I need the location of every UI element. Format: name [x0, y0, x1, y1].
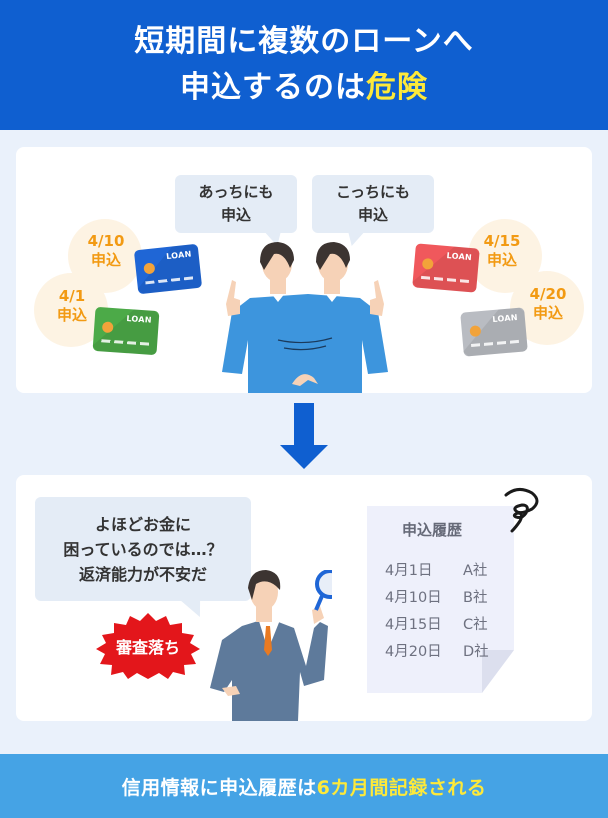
rejection-burst-icon	[96, 613, 200, 679]
loan-card-red: LOAN	[412, 243, 480, 293]
footer-prefix: 信用情報に申込履歴は	[121, 776, 317, 799]
scribble-doodle-icon	[504, 488, 539, 533]
speech-bubble-left: あっちにも申込	[175, 175, 297, 246]
examiner-illustration	[210, 570, 332, 721]
screening-result-panel: よほどお金に 困っているのでは…？ 返済能力が不安だ 審査落ち 申込履歴 4月1…	[16, 475, 592, 721]
down-arrow-icon	[280, 403, 328, 469]
loan-card-blue: LOAN	[133, 243, 203, 295]
title-line-2-prefix: 申込するのは	[180, 70, 366, 105]
loan-card-green: LOAN	[92, 306, 160, 356]
memo-title: 申込履歴	[401, 521, 462, 539]
examiner-speech-bubble: よほどお金に 困っているのでは…？ 返済能力が不安だ	[35, 497, 251, 617]
loan-card-gray: LOAN	[460, 307, 528, 357]
title-line-2: 申込するのは危険	[180, 65, 428, 111]
two-faced-applicant-illustration	[222, 242, 388, 393]
footer-highlight: 6カ月間記録される	[316, 776, 487, 799]
speech-bubble-right: こっちにも申込	[312, 175, 434, 246]
title-line-1: 短期間に複数のローンへ	[134, 24, 474, 59]
memo-folded-corner	[482, 650, 514, 693]
title-highlight-danger: 危険	[366, 70, 428, 105]
header-banner: 短期間に複数のローンへ 申込するのは危険	[0, 0, 608, 130]
rejection-label: 審査落ち	[115, 638, 180, 657]
